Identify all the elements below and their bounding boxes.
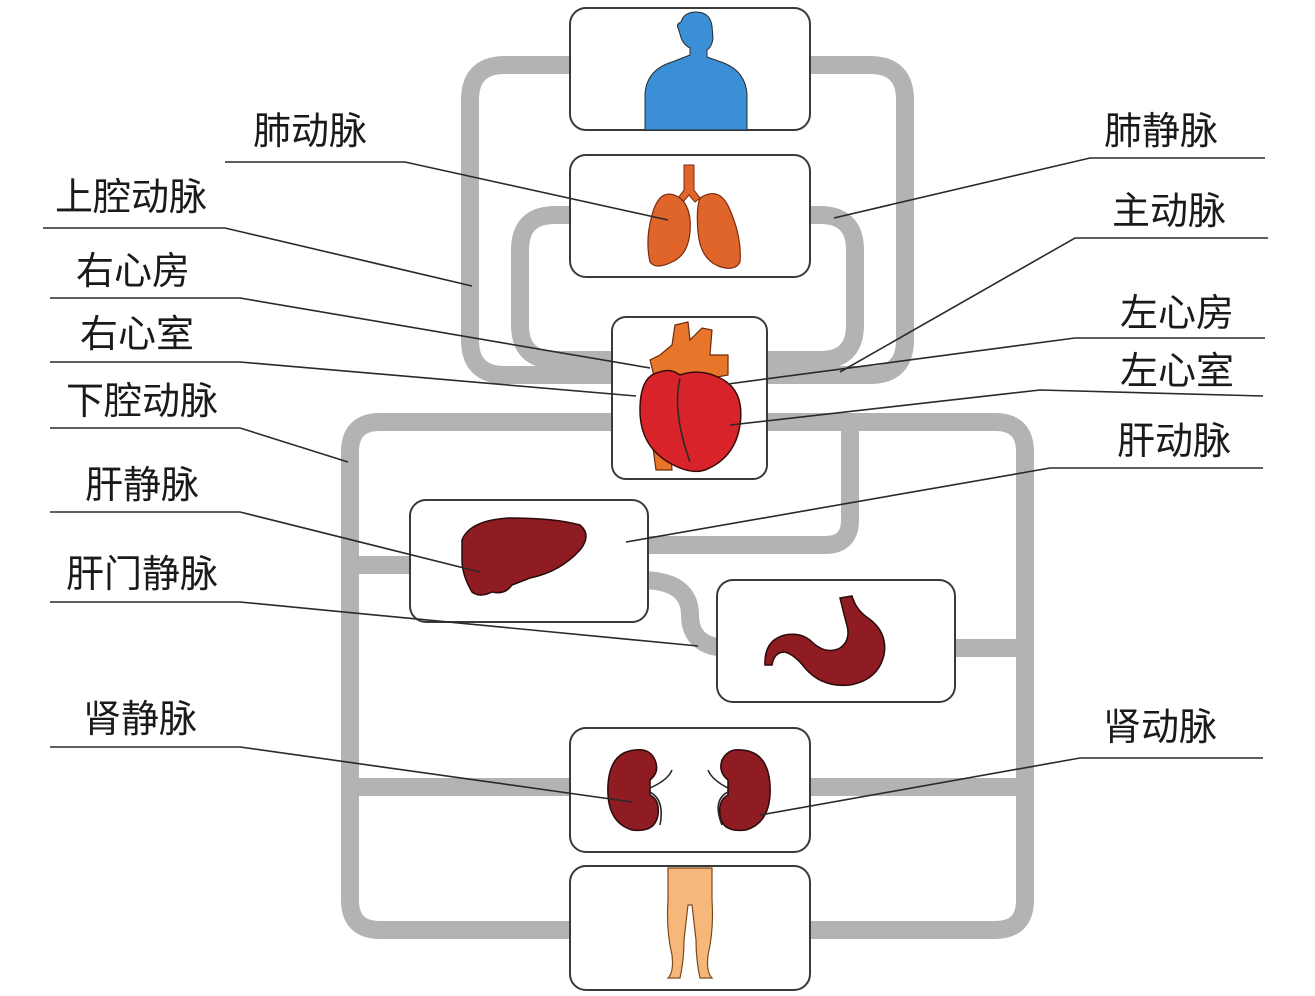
label-left-ventricle: 左心室 — [1120, 349, 1234, 393]
label-right-atrium: 右心房 — [76, 249, 190, 293]
label-hepatic-portal-vein: 肝门静脉 — [66, 552, 218, 596]
lower-body-icon — [666, 867, 714, 979]
heart-septum — [676, 377, 691, 463]
leader-renal-vein — [50, 746, 633, 803]
leader-hepatic-portal-vein — [50, 601, 699, 647]
leader-aorta — [839, 237, 1268, 373]
leader-renal-artery — [759, 757, 1263, 816]
labels: 肺动脉 上腔动脉 右心房 右心室 下腔动脉 肝静脉 肝门静脉 肾静脉 肺静脉 主… — [55, 109, 1234, 749]
label-hepatic-artery: 肝动脉 — [1117, 419, 1231, 463]
label-pulmonary-artery: 肺动脉 — [253, 109, 367, 153]
kidneys-icon — [607, 748, 771, 832]
leader-left-ventricle — [729, 389, 1264, 426]
ureter-right — [707, 769, 729, 826]
lower-body-box — [569, 865, 811, 991]
leader-pulmonary-artery — [225, 161, 669, 221]
upper-body-icon — [644, 11, 748, 131]
hepatic-artery-vessel — [631, 413, 859, 554]
label-hepatic-vein: 肝静脉 — [85, 463, 199, 507]
ureter-left — [649, 769, 673, 826]
organ-boxes — [409, 7, 956, 991]
kidneys-box — [569, 727, 811, 853]
systemic-loop — [341, 413, 1034, 939]
leader-hepatic-artery — [625, 467, 1263, 543]
heart-icon — [639, 321, 742, 473]
vessels — [341, 56, 1034, 939]
label-pulmonary-vein: 肺静脉 — [1104, 109, 1218, 153]
leader-pulmonary-vein — [833, 157, 1265, 219]
label-renal-artery: 肾动脉 — [1103, 705, 1217, 749]
label-right-ventricle: 右心室 — [80, 312, 194, 356]
stomach-box — [716, 579, 956, 703]
pulmonary-loop — [511, 206, 864, 369]
leader-hepatic-vein — [50, 511, 481, 573]
liver-icon — [461, 517, 587, 596]
leader-inferior-vena-cava — [50, 427, 349, 463]
lungs-icon — [647, 164, 741, 269]
label-renal-vein: 肾静脉 — [83, 697, 197, 741]
label-inferior-vena-cava: 下腔动脉 — [66, 379, 218, 423]
leader-right-ventricle — [50, 361, 637, 397]
leader-superior-vena-cava — [43, 227, 473, 287]
upper-body-loop — [461, 56, 914, 384]
label-aorta: 主动脉 — [1112, 189, 1226, 233]
leader-lines — [43, 157, 1268, 816]
label-superior-vena-cava: 上腔动脉 — [55, 175, 207, 219]
stomach-icon — [764, 595, 886, 687]
label-left-atrium: 左心房 — [1120, 291, 1234, 335]
portal-vein-vessel — [631, 571, 739, 657]
leader-left-atrium — [727, 337, 1265, 385]
leader-right-atrium — [50, 297, 651, 369]
